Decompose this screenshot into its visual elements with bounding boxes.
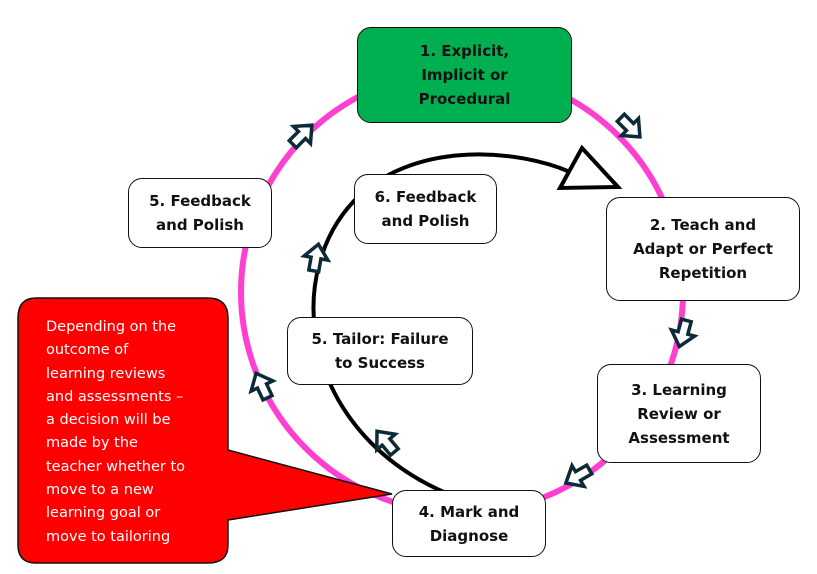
callout-bubble xyxy=(17,297,393,564)
arrow-outer-4-to-5-icon xyxy=(248,370,278,403)
node-step-4-label: 4. Mark and Diagnose xyxy=(418,502,520,545)
callout-text: Depending on the outcome of learning rev… xyxy=(46,319,186,545)
arrow-outer-3-to-4-icon xyxy=(563,461,595,489)
inner-cycle-arc xyxy=(311,152,571,495)
inner-cycle-arrowhead-icon xyxy=(556,144,623,191)
node-step-1[interactable]: 1. Explicit, Implicit or Procedural xyxy=(357,27,572,123)
arrow-inner-5-to-6-icon xyxy=(300,241,332,274)
node-step-5-outer-label: 5. Feedback and Polish xyxy=(149,192,251,234)
node-step-2[interactable]: 2. Teach and Adapt or Perfect Repetition xyxy=(606,197,800,301)
arrow-inner-4-to-5-icon xyxy=(375,429,401,458)
node-step-6-inner[interactable]: 6. Feedback and Polish xyxy=(354,174,497,244)
node-step-5-outer[interactable]: 5. Feedback and Polish xyxy=(128,178,272,248)
arrow-outer-2-to-3-icon xyxy=(668,317,699,350)
node-step-4[interactable]: 4. Mark and Diagnose xyxy=(392,490,546,557)
node-step-3-label: 3. Learning Review or Assessment xyxy=(628,380,730,447)
node-step-3[interactable]: 3. Learning Review or Assessment xyxy=(597,364,761,463)
arrow-outer-1-to-2-icon xyxy=(614,111,642,139)
arrow-outer-5-to-1-icon xyxy=(286,123,314,151)
node-step-5-inner[interactable]: 5. Tailor: Failure to Success xyxy=(287,317,473,385)
node-step-5-inner-label: 5. Tailor: Failure to Success xyxy=(311,330,449,372)
node-step-2-label: 2. Teach and Adapt or Perfect Repetition xyxy=(633,216,773,282)
node-step-6-inner-label: 6. Feedback and Polish xyxy=(374,188,477,230)
node-step-1-label: 1. Explicit, Implicit or Procedural xyxy=(418,42,511,108)
